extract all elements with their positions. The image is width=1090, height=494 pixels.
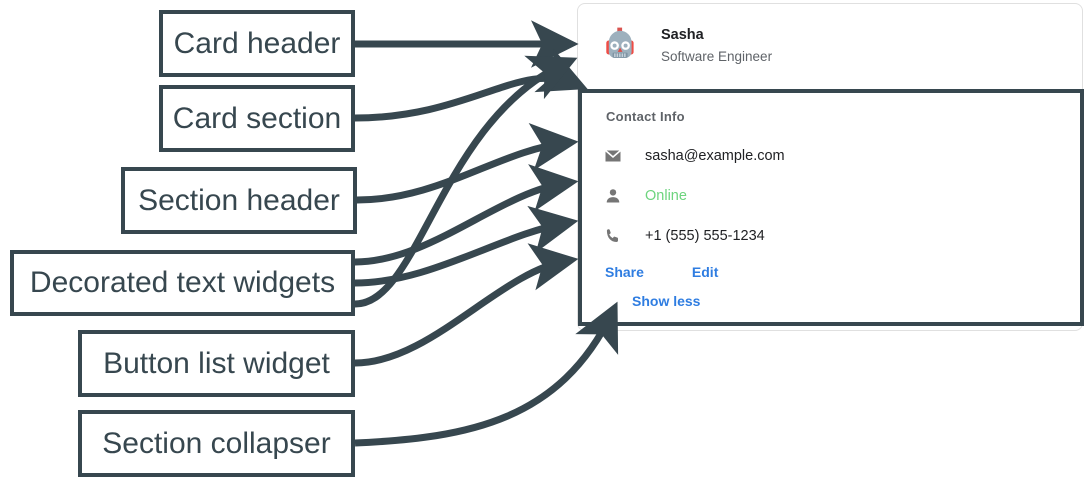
card-section: Contact Info sasha@example.com — [578, 89, 1084, 326]
section-header: Contact Info — [606, 109, 685, 124]
arrow-dtw-2 — [354, 205, 579, 287]
decorated-text-widget-email[interactable]: sasha@example.com — [604, 136, 1080, 176]
annotation-label-card-section: Card section — [159, 85, 355, 152]
annotation-label-section-collapser: Section collapser — [78, 410, 355, 477]
share-button[interactable]: Share — [605, 264, 644, 280]
email-icon — [604, 147, 626, 165]
card-header-text: Sasha Software Engineer — [661, 25, 772, 68]
arrow-card-section — [354, 48, 588, 122]
arrow-section-header — [356, 123, 579, 204]
robot-avatar-icon — [599, 26, 641, 68]
decorated-text-widget-phone[interactable]: +1 (555) 555-1234 — [604, 216, 1080, 256]
annotation-text: Section collapser — [102, 426, 331, 460]
annotation-text: Decorated text widgets — [29, 266, 336, 299]
arrow-button-list — [354, 243, 579, 367]
annotation-text: Button list widget — [103, 346, 330, 380]
annotation-label-button-list-widget: Button list widget — [78, 330, 355, 397]
decorated-text-widget-status[interactable]: Online — [604, 176, 1080, 216]
button-list-widget: Share Edit — [605, 256, 1080, 288]
profile-card: Sasha Software Engineer Contact Info sas… — [577, 3, 1084, 331]
arrow-dtw-1 — [354, 164, 579, 266]
annotation-label-section-header: Section header — [121, 167, 357, 234]
arrow-section-collapser — [354, 301, 619, 447]
phone-icon — [604, 227, 626, 245]
annotation-text: Card header — [173, 26, 341, 60]
card-header: Sasha Software Engineer — [578, 4, 1082, 78]
arrow-dtw-3 — [354, 55, 578, 308]
annotation-text: Section header — [138, 183, 340, 217]
phone-value: +1 (555) 555-1234 — [645, 228, 765, 244]
annotation-label-decorated-text-widgets: Decorated text widgets — [10, 250, 355, 316]
card-header-subtitle: Software Engineer — [661, 48, 773, 64]
section-collapser-button[interactable]: Show less — [632, 293, 701, 309]
status-value: Online — [645, 188, 687, 204]
annotation-label-card-header: Card header — [159, 10, 355, 77]
card-header-title: Sasha — [661, 27, 704, 44]
email-value: sasha@example.com — [645, 148, 785, 164]
annotation-text: Card section — [172, 101, 342, 135]
person-icon — [604, 187, 626, 205]
edit-button[interactable]: Edit — [691, 264, 719, 280]
